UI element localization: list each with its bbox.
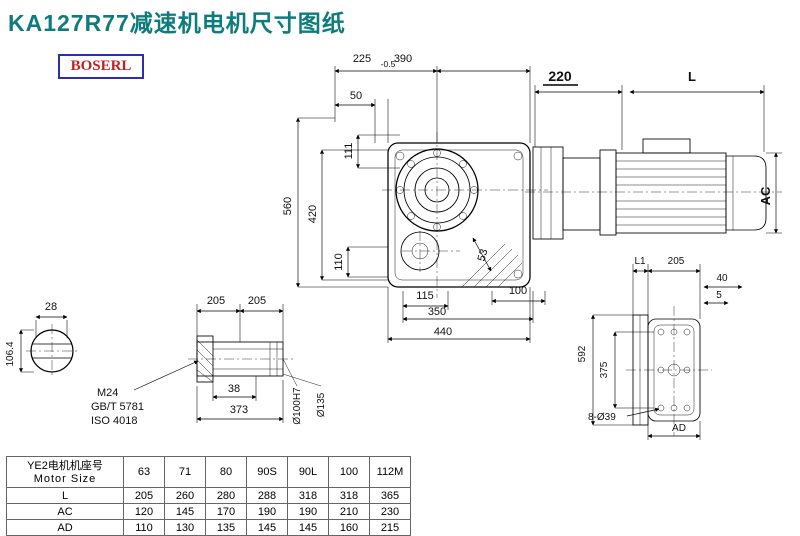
label-iso-4018: ISO 4018 xyxy=(91,415,137,427)
dim-L: L xyxy=(688,69,696,84)
dim-5: 5 xyxy=(716,290,722,301)
dim-225-tolerance: -0.5 xyxy=(381,59,396,69)
table-cell: 130 xyxy=(164,519,206,536)
dim-440: 440 xyxy=(434,326,452,338)
gearbox-front-view xyxy=(387,142,531,288)
centerlines xyxy=(26,132,782,436)
dim-205-a: 205 xyxy=(207,295,225,307)
dim-flange-135: Ø135 xyxy=(316,392,327,417)
header-cn: YE2电机机座号 xyxy=(27,459,103,472)
table-cell: 170 xyxy=(205,503,247,520)
dim-8-holes: 8-Ø39 xyxy=(588,412,616,423)
brand-logo: BOSERL xyxy=(58,54,144,79)
dim-375: 375 xyxy=(599,361,610,378)
table-header-row: YE2电机机座号 Motor Size 63 71 80 90S 90L 100… xyxy=(6,456,411,488)
dim-111: 111 xyxy=(343,143,355,160)
motor-size-table: YE2电机机座号 Motor Size 63 71 80 90S 90L 100… xyxy=(6,456,411,536)
dimension-labels: 225 -0.5 390 50 560 420 111 110 115 100 … xyxy=(5,53,773,434)
table-cell: 145 xyxy=(164,503,206,520)
dim-373: 373 xyxy=(230,404,248,416)
dim-560: 560 xyxy=(282,197,294,215)
dim-106-4: 106.4 xyxy=(5,341,16,366)
table-header-cell: 112M xyxy=(369,456,411,488)
table-header-cell: 100 xyxy=(328,456,370,488)
table-header-cell: 90S xyxy=(246,456,288,488)
table-header-cell: 63 xyxy=(123,456,165,488)
table-header-motor-size: YE2电机机座号 Motor Size xyxy=(6,456,124,488)
dim-28: 28 xyxy=(45,301,57,313)
table-cell: 280 xyxy=(205,487,247,504)
table-cell: 210 xyxy=(328,503,370,520)
table-row-AC: AC 120 145 170 190 190 210 230 xyxy=(6,503,411,520)
table-cell: 205 xyxy=(123,487,165,504)
terminal-box xyxy=(642,138,691,154)
dim-220: 220 xyxy=(548,68,572,84)
motor-side-view xyxy=(532,138,767,240)
shaft-section-view xyxy=(30,329,74,373)
row-label: AC xyxy=(6,503,124,520)
dim-L1: L1 xyxy=(634,256,646,267)
page-title: KA127R77减速机电机尺寸图纸 xyxy=(8,10,346,36)
dim-40: 40 xyxy=(716,273,728,284)
dim-50: 50 xyxy=(350,90,362,102)
table-cell: 145 xyxy=(287,519,329,536)
dim-38: 38 xyxy=(228,383,240,395)
dimension-lines xyxy=(18,66,782,440)
dim-205-b: 205 xyxy=(248,295,266,307)
dim-225: 225 xyxy=(353,53,371,65)
table-row-L: L 205 260 280 288 318 318 365 xyxy=(6,487,411,504)
table-header-cell: 80 xyxy=(205,456,247,488)
header-en: Motor Size xyxy=(33,472,97,485)
table-cell: 318 xyxy=(287,487,329,504)
table-cell: 145 xyxy=(246,519,288,536)
dim-AC: AC xyxy=(758,186,773,205)
dim-53: 53 xyxy=(476,248,491,263)
dim-205-c: 205 xyxy=(668,256,685,267)
dim-110: 110 xyxy=(333,253,345,271)
table-row-AD: AD 110 130 135 145 145 160 215 xyxy=(6,519,411,536)
table-cell: 120 xyxy=(123,503,165,520)
table-cell: 365 xyxy=(369,487,411,504)
dim-592: 592 xyxy=(577,345,588,362)
table-header-cell: 90L xyxy=(287,456,329,488)
table-cell: 135 xyxy=(205,519,247,536)
table-cell: 260 xyxy=(164,487,206,504)
table-cell: 318 xyxy=(328,487,370,504)
row-label: AD xyxy=(6,519,124,536)
table-cell: 190 xyxy=(246,503,288,520)
dim-AD: AD xyxy=(672,423,686,434)
table-cell: 215 xyxy=(369,519,411,536)
table-cell: 160 xyxy=(328,519,370,536)
dim-420: 420 xyxy=(307,205,319,223)
dim-bore-100H7: Ø100H7 xyxy=(292,387,303,425)
table-cell: 230 xyxy=(369,503,411,520)
table-cell: 288 xyxy=(246,487,288,504)
table-cell: 190 xyxy=(287,503,329,520)
table-header-cell: 71 xyxy=(164,456,206,488)
label-gbt-5781: GB/T 5781 xyxy=(91,401,144,413)
dim-390: 390 xyxy=(394,53,412,65)
dim-350: 350 xyxy=(428,306,446,318)
dim-100: 100 xyxy=(509,285,527,297)
motor-rear-view xyxy=(632,314,701,426)
table-cell: 110 xyxy=(123,519,165,536)
dim-115: 115 xyxy=(416,290,434,302)
row-label: L xyxy=(6,487,124,504)
fan-cover xyxy=(725,155,767,231)
label-m24: M24 xyxy=(97,387,118,399)
